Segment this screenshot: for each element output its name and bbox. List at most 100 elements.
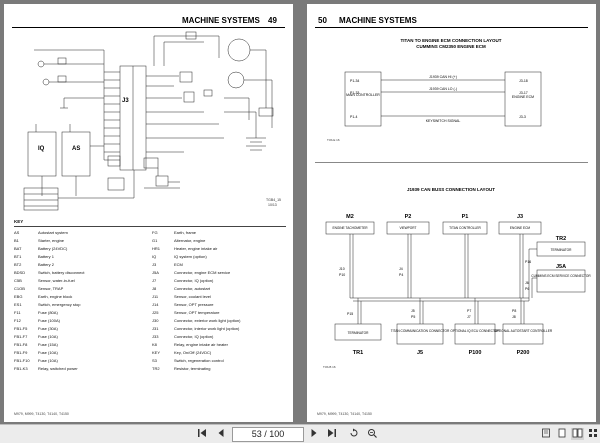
header-rule-right	[315, 27, 588, 28]
left-page: MACHINE SYSTEMS 49	[4, 4, 293, 422]
key_left-code: BT1	[14, 254, 22, 259]
diagram-ref: TGB4_15	[266, 198, 281, 202]
pin-p7: P7	[467, 309, 471, 313]
key_right-code: G1	[152, 238, 158, 243]
next-page-button[interactable]	[308, 428, 320, 440]
diagram-ref-date: 10/13	[268, 203, 277, 207]
box-titan-comm: TITAN COMMUNICATION CONNECTOR	[391, 329, 450, 333]
pin-p16: P16	[525, 260, 531, 264]
left-page-number: 49	[268, 16, 277, 25]
ecm-connection-diagram: TITAN TO ENGINE ECM CONNECTION LAYOUT CU…	[327, 38, 542, 142]
key_left-desc: Fuse (80A)	[38, 310, 58, 315]
key_right-code: TR2	[152, 366, 160, 371]
key_right-code: IQ	[152, 254, 157, 259]
key_left-desc: Battery 2	[38, 262, 55, 267]
id-j5: J5	[417, 350, 423, 356]
main-controller-box	[344, 71, 382, 127]
key_left-desc: Relay, switched power	[38, 366, 78, 371]
right-page-number: 50	[318, 16, 327, 25]
key_right-desc: Connector, autostart	[174, 286, 211, 291]
key_right-code: FG	[152, 230, 158, 235]
key_left-code: FB1-F10	[14, 358, 30, 363]
key_right-desc: IQ system (option)	[174, 254, 207, 259]
header-rule	[12, 27, 285, 28]
key_left-code: FB1-F9	[14, 350, 28, 355]
box-titan-controller: TITAN CONTROLLER	[449, 226, 481, 230]
key_right-code: J33	[152, 334, 159, 339]
key_right-desc: Sensor, OPT pressure	[174, 302, 214, 307]
key_right-code: J25	[152, 310, 159, 315]
zoom-out-icon	[368, 429, 377, 438]
key_left-desc: Autostart system	[38, 230, 68, 235]
engine-ecm-label: ENGINE ECM	[512, 95, 534, 99]
key_left-desc: Sensor, TRAP	[38, 286, 64, 291]
key_right-desc: Connector, engine ECM service	[174, 270, 231, 275]
previous-page-button[interactable]	[215, 428, 227, 440]
two-page-view-button[interactable]	[571, 428, 584, 440]
section-divider	[315, 162, 588, 163]
last-page-button[interactable]	[326, 428, 338, 440]
key_left-code: ES1	[14, 302, 22, 307]
key_left-desc: Switch, battery disconnect	[38, 270, 85, 275]
left-page-header-title: MACHINE SYSTEMS	[182, 16, 260, 25]
first-page-button[interactable]	[196, 428, 208, 440]
key_right-desc: Heater, engine intake air	[174, 246, 218, 251]
pin-j8: J8	[512, 315, 516, 319]
first-page-icon	[198, 429, 206, 437]
can-bus-diagram: J1939 CAN BUSS CONNECTION LAYOUT M2 P2 P…	[323, 187, 591, 369]
box-optional-iq: OPTIONAL IQ ECU CONNECTOR	[450, 329, 500, 333]
keyswitch-signal-label: KEYSWITCH SIGNAL	[426, 119, 461, 123]
key_right-desc: Earth, frame	[174, 230, 197, 235]
zoom-out-button[interactable]	[366, 428, 378, 440]
right-page-header-title: MACHINE SYSTEMS	[339, 16, 417, 25]
key_left-code: F11	[14, 310, 21, 315]
iq-label: IQ	[38, 146, 45, 152]
key_right-code: J5A	[152, 270, 159, 275]
single-page-view-button[interactable]	[556, 428, 568, 440]
id-j5a: J5A	[556, 264, 566, 270]
key_right-desc: Sensor, OPT temperature	[174, 310, 220, 315]
key_left-desc: Fuse (100A)	[38, 318, 61, 323]
id-j3: J3	[517, 214, 523, 220]
single-page-icon	[558, 428, 566, 438]
two-page-icon	[572, 428, 583, 438]
fit-page-button[interactable]	[540, 428, 552, 440]
box-cummins-service: CUMMINS ECM SERVICE CONNECTOR	[531, 274, 591, 278]
pin-p1-34: P1-34	[350, 79, 359, 83]
key_right-code: J7	[152, 278, 157, 283]
id-p1: P1	[462, 214, 469, 220]
key_left-code: EBG	[14, 294, 23, 299]
ecm-diagram-ref: T4S.E 16	[327, 138, 340, 142]
more-options-button[interactable]	[587, 428, 598, 440]
key_left-code: FB1-F8	[14, 342, 28, 347]
key_left-desc: Earth, engine block	[38, 294, 73, 299]
key_right-desc: Switch, regeneration control	[174, 358, 224, 363]
pin-p1-33: P1-33	[350, 91, 359, 95]
key_left-code: F12	[14, 318, 21, 323]
key_left-desc: Sensor, water-in-fuel	[38, 278, 75, 283]
pin-p6: P6	[525, 287, 529, 291]
id-tr2: TR2	[556, 236, 566, 242]
box-engine-ecm: ENGINE ECM	[510, 226, 531, 230]
right-page-footer: M979, M999, T4130, T4140, T4150	[317, 412, 372, 416]
can-hi-label: J1939 CAN HI (+)	[429, 75, 457, 79]
key_right-code: J14	[152, 302, 159, 307]
can-diagram-ref: T4S.B 16	[323, 365, 336, 369]
rotate-icon	[350, 428, 358, 437]
last-page-icon	[328, 429, 336, 437]
rotate-button[interactable]	[348, 428, 360, 440]
key_left-desc: Fuse (10A)	[38, 334, 58, 339]
wiring-schematic: J3 IQ AS TGB4_15 10/13	[23, 31, 281, 211]
left-page-footer: M979, M999, T4130, T4140, T4150	[14, 412, 69, 416]
pin-j10: J10	[339, 267, 345, 271]
right-page: 50 MACHINE SYSTEMS TITAN TO ENGINE ECM C…	[307, 4, 596, 422]
page-number-input[interactable]: 53 / 100	[232, 427, 304, 442]
key_right-code: J3	[152, 262, 157, 267]
key_right-desc: Connector, IQ (option)	[174, 334, 214, 339]
box-engine-tachometer: ENGINE TACHOMETER	[332, 226, 368, 230]
pin-p5: P5	[411, 315, 415, 319]
key-rule	[14, 226, 286, 227]
pin-j3-3: J3-3	[519, 115, 526, 119]
key_right-code: S3	[152, 358, 157, 363]
box-terminator: TERMINATOR	[348, 331, 369, 335]
